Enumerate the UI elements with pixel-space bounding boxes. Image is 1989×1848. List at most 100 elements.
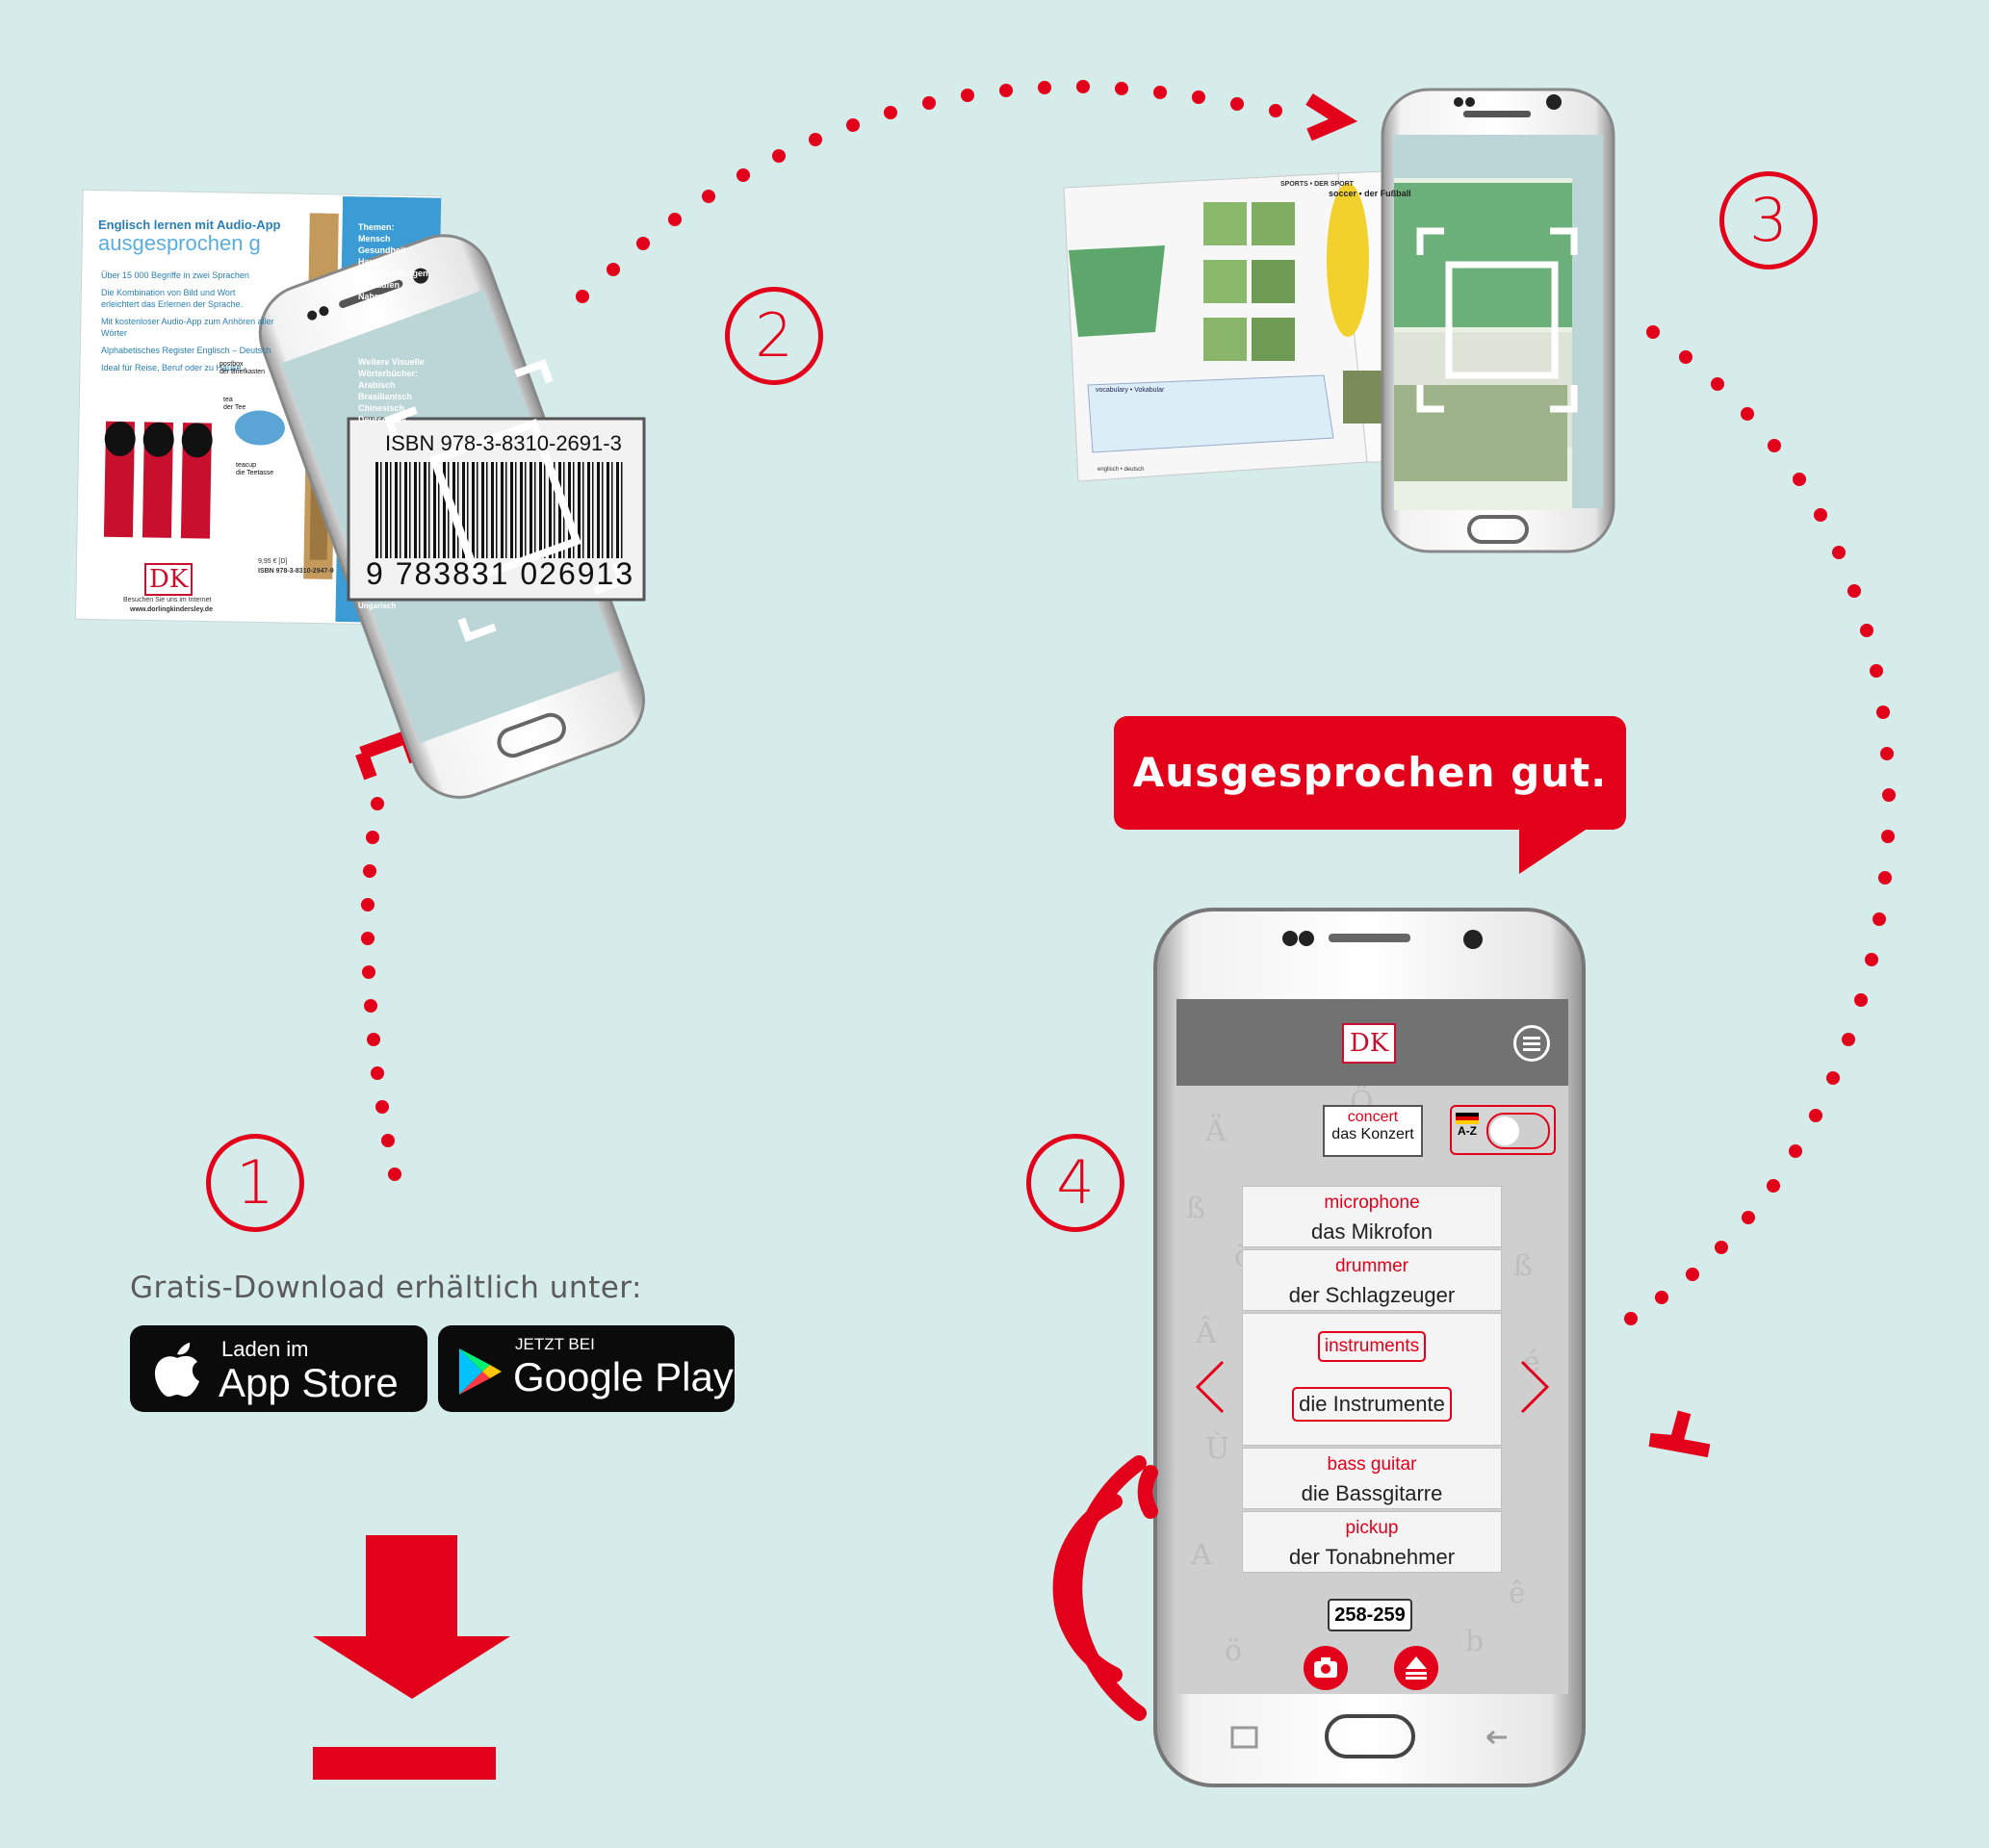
- themen-title: Themen:: [358, 222, 395, 232]
- weitere-item: Arabisch: [358, 380, 396, 390]
- eject-icon: [1406, 1656, 1427, 1680]
- barcode-digits: 9 783831 026913: [366, 556, 635, 591]
- az-icon: A-Z: [1456, 1113, 1479, 1147]
- word-card-de: das Mikrofon: [1311, 1219, 1433, 1244]
- book-price: 9,95 € [D]: [258, 558, 288, 565]
- magazine-footer: englisch • deutsch: [1098, 467, 1145, 473]
- word-card-en: instruments: [1317, 1331, 1427, 1362]
- tea-en: tea: [223, 397, 233, 403]
- word-card[interactable]: microphone das Mikrofon: [1242, 1186, 1502, 1247]
- themen-item: Gesundheit: [358, 245, 406, 255]
- speech-bubble: Ausgesprochen gut.: [1114, 716, 1626, 830]
- weitere-title: Weitere Visuelle Wörterbücher:: [358, 357, 425, 378]
- book-bullet: Alphabetisches Register Englisch – Deuts…: [101, 346, 271, 355]
- chevron-right-icon[interactable]: [1518, 1360, 1551, 1414]
- postbox-de: der Briefkasten: [220, 369, 266, 375]
- book-bullet: Über 15 000 Begriffe in zwei Sprachen: [101, 270, 249, 280]
- book-subtitle: ausgesprochen g: [98, 231, 261, 255]
- step-3-badge: 3: [1719, 171, 1818, 270]
- current-word-de: das Konzert: [1331, 1126, 1414, 1142]
- scan-frame: [383, 359, 628, 642]
- phone-scanning-page: [1381, 88, 1615, 553]
- current-word[interactable]: concert das Konzert: [1323, 1105, 1423, 1157]
- app-screen: Ä ß ö Â Ù A ß é ê b Ö ö DK concert das K…: [1176, 999, 1568, 1694]
- book-dk-logo: DK: [144, 563, 194, 596]
- word-card[interactable]: pickup der Tonabnehmer: [1242, 1511, 1502, 1573]
- weitere-item: Chinesisch: [358, 403, 405, 413]
- google-play-small: JETZT BEI: [515, 1335, 595, 1353]
- themen-item: Einkaufen: [358, 280, 400, 290]
- az-label: A-Z: [1458, 1124, 1477, 1138]
- app-store-small: Laden im: [221, 1337, 309, 1361]
- dotted-arrow-2: [576, 80, 1282, 303]
- book-title: Englisch lernen mit Audio-App: [98, 218, 281, 232]
- word-card-en: microphone: [1324, 1193, 1420, 1213]
- camera-icon: [1314, 1657, 1337, 1678]
- isbn-barcode: [347, 417, 646, 602]
- teacup-de: die Teetasse: [236, 470, 274, 476]
- sound-waves: [1052, 1455, 1158, 1721]
- app-store-big: App Store: [219, 1360, 399, 1405]
- current-word-en: concert: [1347, 1109, 1399, 1125]
- word-card[interactable]: bass guitar die Bassgitarre: [1242, 1448, 1502, 1509]
- book-bullet: Die Kombination von Bild und Wort erleic…: [101, 288, 244, 309]
- arrowhead-3: [1648, 1410, 1711, 1458]
- themen-item: Mensch: [358, 234, 391, 244]
- book-isbn-small: ISBN 978-3-8310-2947-9: [258, 568, 334, 575]
- dk-logo[interactable]: DK: [1342, 1023, 1396, 1064]
- word-card[interactable]: drummer der Schlagzeuger: [1242, 1249, 1502, 1311]
- book-bullet: Mit kostenloser Audio-App zum Anhören al…: [101, 317, 274, 338]
- themen-item: Haus: [358, 257, 380, 267]
- isbn-text: ISBN 978-3-8310-2691-3: [385, 431, 622, 455]
- word-card-selected[interactable]: instruments die Instrumente: [1242, 1313, 1502, 1446]
- google-play-button[interactable]: JETZT BEI Google Play: [438, 1325, 735, 1412]
- word-card-en: drummer: [1334, 1256, 1408, 1276]
- book-besuchen: Besuchen Sie uns im Internet: [123, 597, 212, 603]
- word-card-de: die Bassgitarre: [1301, 1481, 1443, 1505]
- book-bullet: Ideal für Reise, Beruf oder zu Hause: [101, 363, 242, 372]
- dotted-arrow-3: [1624, 325, 1896, 1325]
- themen-item: Nahrung: [358, 292, 394, 301]
- book-bullets: Über 15 000 Begriffe in zwei Sprachen Di…: [101, 270, 274, 373]
- step-1-badge: 1: [206, 1134, 304, 1232]
- dotted-arrow-1: [361, 797, 401, 1181]
- step-4-badge: 4: [1026, 1134, 1124, 1232]
- word-card-de: der Tonabnehmer: [1288, 1545, 1456, 1569]
- menu-icon[interactable]: [1513, 1025, 1550, 1062]
- download-label: Gratis-Download erhältlich unter:: [130, 1270, 642, 1305]
- google-play-big: Google Play: [513, 1354, 734, 1399]
- word-card-de: der Schlagzeuger: [1288, 1283, 1456, 1307]
- word-card-en: bass guitar: [1327, 1454, 1417, 1475]
- teacup-en: teacup: [236, 462, 257, 469]
- book-website: www.dorlingkindersley.de: [130, 606, 213, 613]
- download-arrow-icon: [313, 1535, 510, 1780]
- magazine-heading: soccer • der Fußball: [1329, 189, 1411, 198]
- camera-button[interactable]: [1304, 1646, 1348, 1690]
- magazine-section: SPORTS • DER SPORT: [1280, 181, 1354, 188]
- eject-button[interactable]: [1394, 1646, 1438, 1690]
- app-store-button[interactable]: Laden im App Store: [130, 1325, 427, 1412]
- language-toggle[interactable]: A-Z: [1450, 1105, 1556, 1155]
- letter-pattern-background: Ä ß ö Â Ù A ß é ê b Ö ö: [1186, 1086, 1540, 1668]
- toggle-switch[interactable]: [1486, 1113, 1550, 1149]
- tea-de: der Tee: [223, 404, 246, 411]
- word-card-de: die Instrumente: [1292, 1387, 1452, 1422]
- arrowhead-2: [1305, 93, 1358, 141]
- book-ungarisch: Ungarisch: [358, 602, 397, 610]
- google-play-icon: [459, 1348, 502, 1395]
- postbox-en: postbox: [220, 361, 244, 368]
- bubble-tail: [1519, 828, 1589, 874]
- book-weitere: Weitere Visuelle Wörterbücher: Arabisch …: [358, 356, 435, 425]
- book-themen: Themen: Mensch Gesundheit Haus Dienstlei…: [358, 221, 428, 302]
- step-2-badge: 2: [725, 287, 823, 385]
- magazine-vocab: vocabulary • Vokabular: [1096, 387, 1165, 394]
- themen-item: Dienstleistungen: [358, 269, 428, 278]
- weitere-item: Brasilianisch: [358, 392, 413, 401]
- page-number: 258-259: [1328, 1599, 1412, 1631]
- weitere-item: Deutsch als: [358, 415, 407, 424]
- chevron-left-icon[interactable]: [1194, 1360, 1227, 1414]
